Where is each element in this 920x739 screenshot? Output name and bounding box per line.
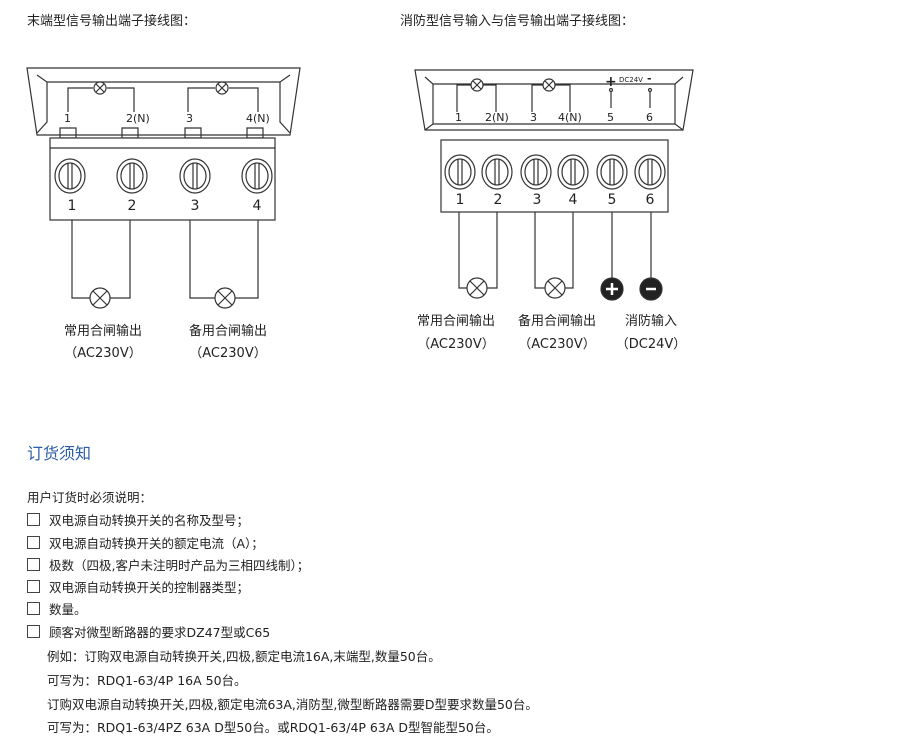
checkbox[interactable] [27, 513, 40, 526]
load-label: 常用合闸输出 [64, 323, 142, 339]
checklist-item: 双电源自动转换开关的额定电流（A）； [27, 533, 264, 552]
terminal-number: 3 [533, 192, 542, 208]
wiring-diagrams: 1 2(N) 3 4(N) 1 2 3 4 常用合闸输出 备用合闸输出 （AC2… [26, 67, 694, 361]
terminal-number: 1 [68, 198, 77, 214]
top-label: 1 [455, 111, 462, 124]
terminal-number: 5 [608, 192, 617, 208]
item-text: 双电源自动转换开关的名称及型号； [49, 513, 250, 528]
item-text: 双电源自动转换开关的控制器类型； [49, 580, 250, 595]
top-label: 1 [64, 112, 71, 125]
checkbox[interactable] [27, 602, 40, 615]
checklist-item: 双电源自动转换开关的名称及型号； [27, 510, 249, 529]
dc-label: DC24V [619, 76, 643, 84]
item-text: 双电源自动转换开关的额定电流（A）； [49, 536, 264, 551]
diagram2-title: 消防型信号输入与信号输出端子接线图： [400, 14, 635, 29]
voltage-label: （AC230V） [417, 337, 494, 352]
top-label: 6 [646, 111, 653, 124]
section-title: 订货须知 [27, 444, 92, 463]
example-line: 可写为：RDQ1-63/4PZ 63A D型50台。或RDQ1-63/4P 63… [47, 720, 499, 735]
terminal-number: 2 [494, 192, 503, 208]
top-label: 4(N) [246, 112, 270, 125]
example-line: 订购双电源自动转换开关,四极,额定电流63A,消防型,微型断路器需要D型要求数量… [47, 697, 538, 712]
diagram1-title: 末端型信号输出端子接线图： [27, 14, 197, 29]
intro-text: 用户订货时必须说明： [27, 490, 153, 505]
checklist-item: 极数（四极,客户未注明时产品为三相四线制）； [27, 555, 309, 574]
terminal-number: 4 [253, 198, 262, 214]
terminal-number: 1 [456, 192, 465, 208]
voltage-label: （AC230V） [518, 337, 595, 352]
load-label: 消防输入 [625, 313, 677, 329]
item-text: 顾客对微型断路器的要求DZ47型或C65 [49, 625, 271, 640]
top-label: 4(N) [558, 111, 582, 124]
voltage-label: （AC230V） [64, 346, 141, 361]
item-text: 数量。 [49, 602, 87, 617]
voltage-label: （AC230V） [189, 346, 266, 361]
example-line: 例如：订购双电源自动转换开关,四极,额定电流16A,末端型,数量50台。 [47, 649, 441, 664]
voltage-label: （DC24V） [616, 337, 687, 352]
terminal-block-fire-type [414, 69, 694, 301]
plus-sign: + [605, 74, 617, 90]
terminal-number: 6 [646, 192, 655, 208]
top-label: 5 [607, 111, 614, 124]
terminal-number: 4 [569, 192, 578, 208]
checkbox[interactable] [27, 536, 40, 549]
minus-sign: - [647, 72, 652, 85]
terminal-block-end-type [26, 67, 301, 309]
checkbox[interactable] [27, 558, 40, 571]
item-text: 极数（四极,客户未注明时产品为三相四线制）； [49, 558, 310, 573]
top-label: 2(N) [126, 112, 150, 125]
example-line: 可写为：RDQ1-63/4P 16A 50台。 [47, 673, 247, 688]
checkbox[interactable] [27, 580, 40, 593]
checklist-item: 数量。 [27, 599, 87, 618]
load-label: 备用合闸输出 [189, 323, 267, 339]
checkbox[interactable] [27, 625, 40, 638]
checklist-item: 顾客对微型断路器的要求DZ47型或C65 [27, 622, 270, 641]
load-label: 备用合闸输出 [518, 313, 596, 329]
terminal-number: 2 [128, 198, 137, 214]
top-label: 3 [186, 112, 193, 125]
terminal-number: 3 [191, 198, 200, 214]
top-label: 3 [530, 111, 537, 124]
checklist-item: 双电源自动转换开关的控制器类型； [27, 577, 249, 596]
top-label: 2(N) [485, 111, 509, 124]
load-label: 常用合闸输出 [417, 313, 495, 329]
